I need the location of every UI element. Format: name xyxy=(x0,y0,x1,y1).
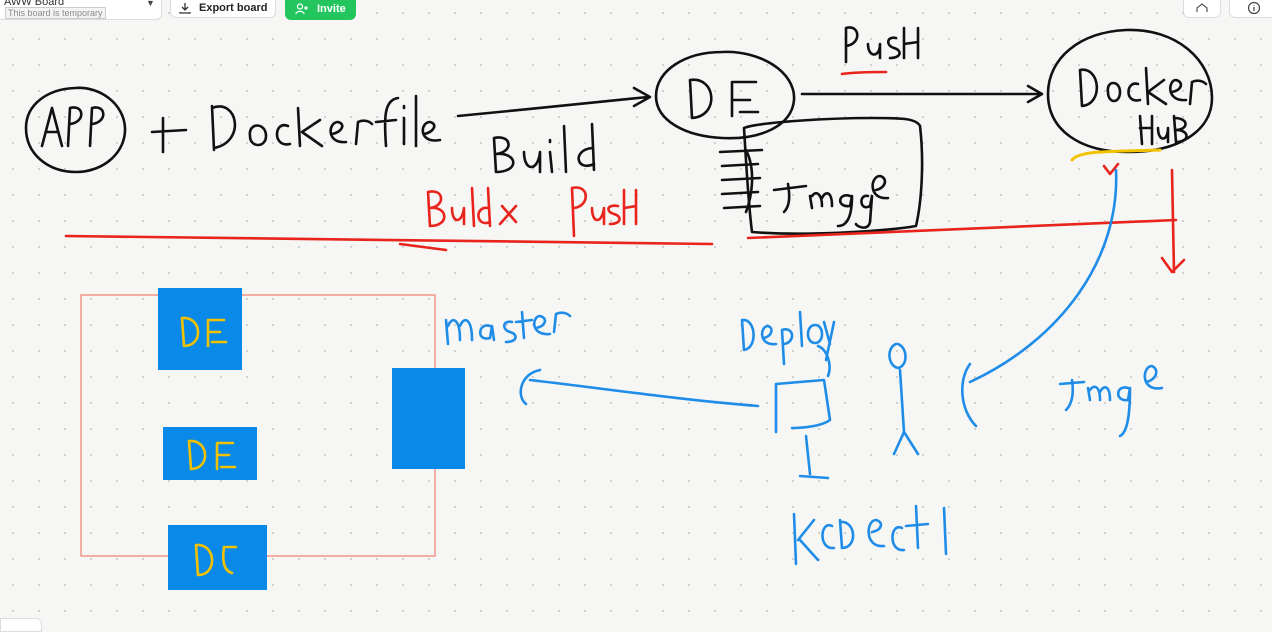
invite-label: Invite xyxy=(317,3,346,15)
export-board-button[interactable]: Export board xyxy=(170,0,276,18)
handwriting-master xyxy=(444,310,572,346)
stick-figure xyxy=(888,342,920,456)
handwriting-image-blue xyxy=(1058,364,1164,438)
plus-sign xyxy=(150,116,188,154)
black-ink-strokes xyxy=(24,26,1214,235)
download-icon xyxy=(179,2,191,14)
app-circle xyxy=(24,86,127,174)
handwriting-hub xyxy=(1138,114,1188,146)
handwriting-dockerfile xyxy=(210,94,442,152)
handwriting-docker xyxy=(1078,66,1208,108)
share-icon xyxy=(1196,2,1208,12)
invite-button[interactable]: Invite xyxy=(285,0,356,20)
red-hub-tick xyxy=(1102,162,1120,176)
deploy-bracket xyxy=(774,344,832,434)
red-down-arrow xyxy=(1160,168,1186,274)
add-user-icon xyxy=(295,3,308,15)
chevron-down-icon[interactable]: ▼ xyxy=(146,0,155,8)
node-df-label-3 xyxy=(194,543,238,577)
handwriting-app xyxy=(40,106,105,148)
export-board-label: Export board xyxy=(199,1,268,14)
red-ink-strokes xyxy=(64,70,1186,274)
hub-to-image-curve xyxy=(968,168,1118,384)
docker-hub-circle xyxy=(1046,28,1214,154)
node-box-df-1[interactable] xyxy=(158,288,242,370)
node-box-df-3[interactable] xyxy=(168,525,267,590)
red-divider-line xyxy=(64,218,1178,252)
handwriting-image xyxy=(772,174,890,229)
handwriting-kubectl xyxy=(792,504,948,566)
board-name-selector[interactable]: AWW Board This board is temporary ▼ xyxy=(0,0,162,20)
handwriting-push xyxy=(844,26,920,64)
push-arrow xyxy=(800,84,1044,104)
temporary-board-badge: This board is temporary xyxy=(5,7,106,19)
df-circle xyxy=(654,50,796,140)
image-stack-lines xyxy=(718,148,764,214)
node-box-df-2[interactable] xyxy=(163,427,257,480)
arrow-to-master xyxy=(519,368,760,408)
handwriting-build-push xyxy=(426,186,638,238)
handwriting-df xyxy=(688,78,760,120)
node-df-label-1 xyxy=(180,316,228,348)
info-icon xyxy=(1247,1,1261,14)
cluster-rectangle xyxy=(80,294,436,557)
share-button[interactable] xyxy=(1183,0,1221,18)
yellow-underline xyxy=(1070,148,1162,162)
handwriting-build xyxy=(492,122,596,174)
image-bracket xyxy=(960,362,978,428)
master-node-box[interactable] xyxy=(392,368,465,469)
push-underline xyxy=(840,70,888,76)
handwriting-deploy xyxy=(740,310,836,366)
image-box xyxy=(742,116,924,235)
kubectl-stem xyxy=(798,434,830,480)
build-arrow xyxy=(456,86,652,118)
node-df-label-2 xyxy=(187,439,237,471)
info-button[interactable] xyxy=(1229,0,1272,18)
blue-ink-strokes xyxy=(444,168,1164,566)
board-title: AWW Board xyxy=(4,0,65,8)
